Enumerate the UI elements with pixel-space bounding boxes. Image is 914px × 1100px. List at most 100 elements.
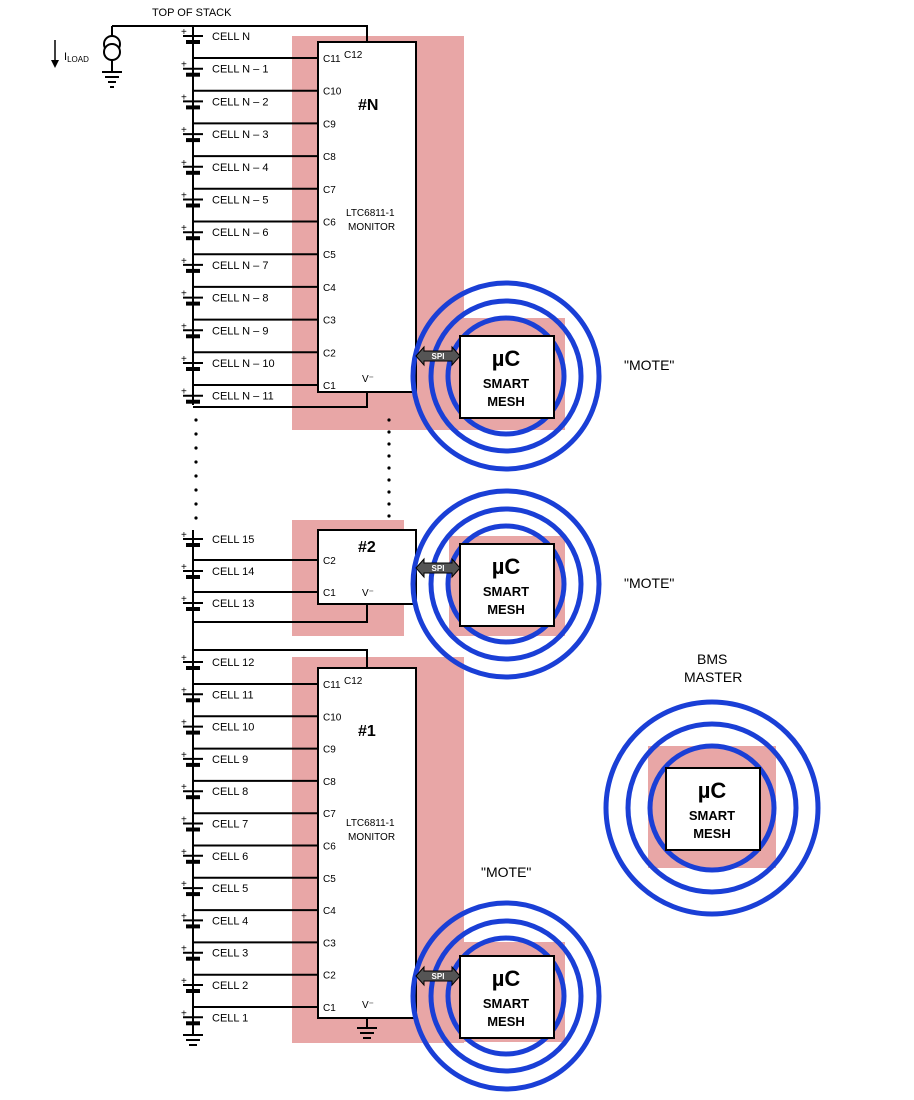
cell-1-10: + CELL 2 (181, 976, 248, 993)
cell-n-4: +CELL N – 4 (181, 158, 268, 175)
cell-n-6: + CELL N – 6 (181, 223, 268, 241)
radio-ring (428, 918, 584, 1074)
monitor-1-vminus: V⁻ (362, 1000, 374, 1011)
cell-n-0: +CELL N (181, 27, 250, 44)
smart-mesh-box (665, 767, 761, 851)
pin-label: C2 (323, 348, 336, 359)
mote-label-n: "MOTE" (624, 357, 674, 373)
cell-1-6: +CELL 6 (181, 847, 248, 864)
svg-text:+: + (181, 289, 187, 300)
monitor-n-chip (317, 41, 417, 393)
cell-label: CELL 13 (212, 598, 254, 610)
monitor-n-vminus: V⁻ (362, 374, 374, 385)
svg-text:+: + (181, 976, 187, 987)
cell-2-0: + CELL 15 (181, 530, 254, 547)
pin-label: C4 (323, 283, 336, 294)
svg-text:+: + (181, 387, 187, 398)
spi-arrow-icon: SPI (415, 557, 461, 579)
svg-text:+: + (181, 223, 187, 234)
svg-text:+: + (181, 718, 187, 729)
cell-label: CELL N – 9 (212, 325, 268, 337)
spi-arrow-icon: SPI (415, 345, 461, 367)
cell-n-3: + CELL N – 3 (181, 125, 268, 143)
cell-label: CELL N – 1 (212, 64, 268, 76)
cell-1-8: + CELL 4 (181, 911, 248, 929)
radio-ring (647, 743, 777, 873)
svg-text:+: + (181, 847, 187, 858)
mc-label: µC (698, 778, 727, 803)
cell-label: CELL 4 (212, 915, 248, 927)
mesh-label: MESH (487, 394, 525, 409)
cell-label: CELL 15 (212, 534, 254, 546)
cell-n-2: +CELL N – 2 (181, 92, 268, 110)
cell-2-1: +CELL 14 (181, 562, 254, 579)
pin-label: C7 (323, 185, 336, 196)
monitor-n-id: #N (358, 97, 378, 114)
radio-ring (410, 280, 602, 472)
pin-label: C9 (323, 119, 336, 130)
svg-text:+: + (181, 594, 187, 605)
smart-label: SMART (483, 376, 529, 391)
monitor-2-id: #2 (358, 539, 376, 556)
pin-label: C6 (323, 842, 336, 853)
monitor-1-chip (317, 667, 417, 1019)
svg-text:+: + (181, 125, 187, 136)
cell-label: CELL N (212, 31, 250, 43)
mesh-label: MESH (693, 826, 731, 841)
svg-text:+: + (181, 815, 187, 826)
monitor-n: #N LTC6811-1 MONITOR C12 V⁻ C11C10C9C8C7… (317, 41, 417, 393)
radio-ring (445, 315, 567, 437)
svg-text:+: + (181, 653, 187, 664)
bms-label-1: BMS (697, 651, 727, 667)
pin-label: C8 (323, 152, 336, 163)
pin-label: C8 (323, 777, 336, 788)
cell-n-11: + CELL N – 11 (181, 387, 274, 404)
pin-label: C10 (323, 712, 342, 723)
cell-label: CELL N – 4 (212, 162, 268, 174)
svg-text:+: + (181, 1008, 187, 1019)
load-arrow-icon (51, 40, 59, 68)
radio-ring (428, 298, 584, 454)
cell-label: CELL N – 7 (212, 260, 268, 272)
cell-label: CELL N – 3 (212, 129, 268, 141)
mc-label: µC (492, 554, 521, 579)
monitor-1-top-pin: C12 (344, 676, 363, 687)
cell-label: CELL 10 (212, 722, 254, 734)
pin-label: C5 (323, 874, 336, 885)
svg-text:+: + (181, 685, 187, 696)
cell-n-1: +CELL N – 1 (181, 60, 268, 77)
svg-text:+: + (181, 911, 187, 922)
pin-label: C11 (323, 54, 341, 65)
cell-label: CELL N – 6 (212, 227, 268, 239)
smart-label: SMART (483, 996, 529, 1011)
radio-ring (445, 935, 567, 1057)
mc-label: µC (492, 966, 521, 991)
cell-label: CELL 11 (212, 689, 254, 701)
stack-dots-left (194, 418, 198, 520)
cell-label: CELL 2 (212, 980, 248, 992)
cell-n-7: +CELL N – 7 (181, 256, 268, 273)
spi-label: SPI (432, 352, 445, 361)
spi-label: SPI (432, 972, 445, 981)
mote-label-1: "MOTE" (481, 864, 531, 880)
pin-label: C4 (323, 906, 336, 917)
svg-text:+: + (181, 530, 187, 541)
svg-text:+: + (181, 354, 187, 365)
cell-label: CELL N – 11 (212, 391, 274, 403)
monitor-n-name-2: MONITOR (348, 222, 395, 233)
cells-layer: +CELL N+CELL N – 1+CELL N – 2+CELL N – 3… (181, 27, 275, 1046)
cell-label: CELL 1 (212, 1012, 248, 1024)
cell-label: CELL N – 8 (212, 293, 268, 305)
cell-1-11: + CELL 1 (181, 1008, 248, 1026)
top-wire (112, 25, 368, 44)
pin-label: C2 (323, 971, 336, 982)
stack-ground-icon (183, 1034, 203, 1046)
monitor-1: #1 LTC6811-1 MONITOR C12 V⁻ C11C10C9C8C7… (317, 667, 417, 1019)
radio-ring (625, 721, 799, 895)
smart-label: SMART (483, 584, 529, 599)
